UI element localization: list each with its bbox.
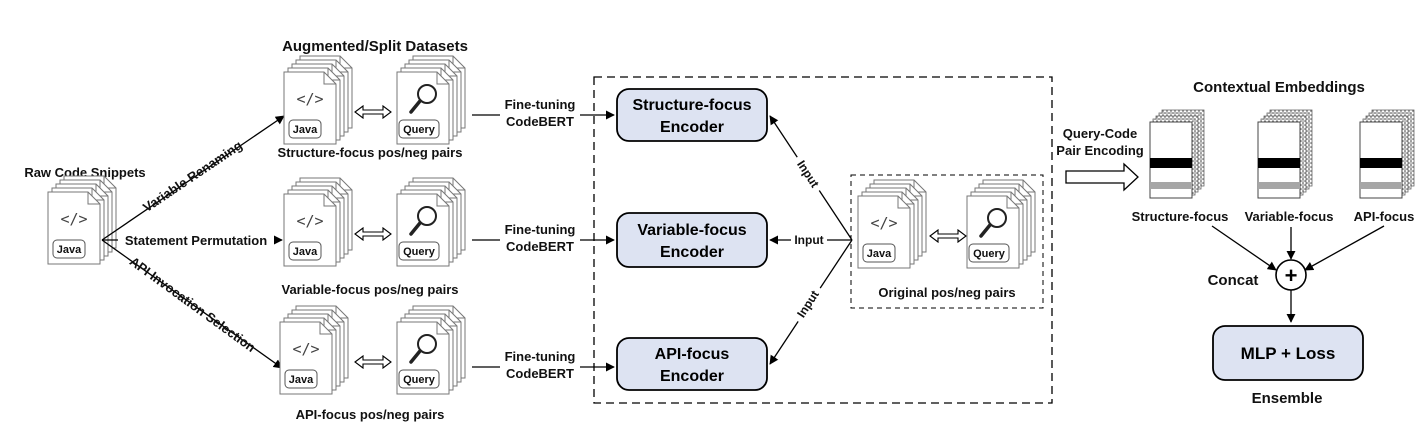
original-pairs-label: Original pos/neg pairs — [878, 285, 1015, 300]
pair-encoding-arrow — [1065, 162, 1139, 192]
finetune-label-variable: Fine-tuning CodeBERT — [500, 220, 580, 254]
api-invocation-arrow — [101, 239, 283, 369]
svg-text:</>: </> — [296, 90, 323, 108]
structure-query-stack-icon: Query — [396, 55, 466, 145]
svg-text:CodeBERT: CodeBERT — [506, 239, 574, 254]
original-java-stack-icon: </> Java — [857, 179, 927, 269]
svg-text:Query: Query — [973, 248, 1006, 260]
concat-plus-symbol: + — [1285, 263, 1298, 288]
mlp-loss-box: MLP + Loss — [1212, 325, 1364, 381]
svg-text:CodeBERT: CodeBERT — [506, 366, 574, 381]
structure-embedding-label: Structure-focus — [1132, 209, 1229, 224]
input-label-structure: Input — [790, 152, 826, 196]
api-java-stack-icon: </> Java — [279, 305, 349, 395]
variable-renaming-label: Variable Renaming — [140, 137, 245, 215]
structure-embedding-stack-icon — [1149, 109, 1205, 199]
svg-text:Variable-focus: Variable-focus — [637, 222, 746, 239]
api-query-stack-icon: Query — [396, 305, 466, 395]
structure-encoder-box: Structure-focus Encoder — [616, 88, 768, 142]
variable-embedding-label: Variable-focus — [1245, 209, 1334, 224]
svg-text:CodeBERT: CodeBERT — [506, 114, 574, 129]
variable-pairs-label: Variable-focus pos/neg pairs — [282, 282, 459, 297]
original-double-arrow-icon — [929, 228, 967, 244]
concat-label: Concat — [1208, 272, 1259, 289]
svg-text:Query: Query — [403, 124, 436, 136]
raw-java-file-stack-icon: </> Java — [47, 175, 117, 265]
structure-pairs-label: Structure-focus pos/neg pairs — [278, 145, 463, 160]
svg-text:Java: Java — [57, 244, 82, 256]
svg-text:</>: </> — [60, 210, 87, 228]
svg-text:Query: Query — [403, 246, 436, 258]
variable-renaming-arrow — [101, 115, 285, 241]
svg-text:Input: Input — [794, 233, 823, 247]
raw-code-snippets-title: Raw Code Snippets — [24, 165, 145, 180]
concat-arrow-structure — [1211, 225, 1277, 271]
svg-text:Encoder: Encoder — [660, 368, 724, 385]
svg-text:Java: Java — [293, 246, 318, 258]
variable-query-stack-icon: Query — [396, 177, 466, 267]
api-double-arrow-icon — [354, 354, 392, 370]
svg-text:Fine-tuning: Fine-tuning — [505, 97, 576, 112]
svg-text:Java: Java — [867, 248, 892, 260]
svg-text:</>: </> — [292, 340, 319, 358]
svg-text:Java: Java — [293, 124, 318, 136]
svg-text:</>: </> — [296, 212, 323, 230]
api-pairs-label: API-focus pos/neg pairs — [296, 407, 445, 422]
finetune-label-api: Fine-tuning CodeBERT — [500, 347, 580, 381]
original-query-stack-icon: Query — [966, 179, 1036, 269]
api-encoder-box: API-focus Encoder — [616, 337, 768, 391]
api-embedding-stack-icon — [1359, 109, 1415, 199]
pair-encoding-label-line2: Pair Encoding — [1056, 143, 1143, 158]
input-label-api: Input — [790, 282, 826, 326]
svg-text:Fine-tuning: Fine-tuning — [505, 222, 576, 237]
augmented-datasets-title: Augmented/Split Datasets — [282, 38, 468, 55]
api-invocation-label: API Invocation Selection — [127, 254, 259, 355]
statement-permutation-label-bg — [118, 233, 274, 248]
api-embedding-label: API-focus — [1354, 209, 1415, 224]
input-label-variable: Input — [791, 232, 827, 248]
pair-encoding-label-line1: Query-Code — [1063, 126, 1137, 141]
svg-text:Encoder: Encoder — [660, 244, 724, 261]
svg-text:API-focus: API-focus — [655, 346, 730, 363]
svg-text:Java: Java — [289, 374, 314, 386]
concat-arrow-api — [1304, 225, 1385, 271]
variable-encoder-box: Variable-focus Encoder — [616, 212, 768, 268]
variable-java-stack-icon: </> Java — [283, 177, 353, 267]
variable-embedding-stack-icon — [1257, 109, 1313, 199]
statement-permutation-label: Statement Permutation — [125, 233, 267, 248]
ensemble-label: Ensemble — [1252, 390, 1323, 407]
svg-text:Structure-focus: Structure-focus — [632, 97, 751, 114]
finetune-label-structure: Fine-tuning CodeBERT — [500, 96, 580, 129]
encoder-panel — [593, 76, 1053, 404]
contextual-embeddings-title: Contextual Embeddings — [1193, 79, 1365, 96]
svg-text:</>: </> — [870, 214, 897, 232]
svg-text:Query: Query — [403, 374, 436, 386]
svg-text:MLP + Loss: MLP + Loss — [1241, 344, 1336, 363]
svg-text:Encoder: Encoder — [660, 119, 724, 136]
svg-text:Fine-tuning: Fine-tuning — [505, 349, 576, 364]
structure-java-stack-icon: </> Java — [283, 55, 353, 145]
variable-double-arrow-icon — [354, 226, 392, 242]
structure-double-arrow-icon — [354, 104, 392, 120]
